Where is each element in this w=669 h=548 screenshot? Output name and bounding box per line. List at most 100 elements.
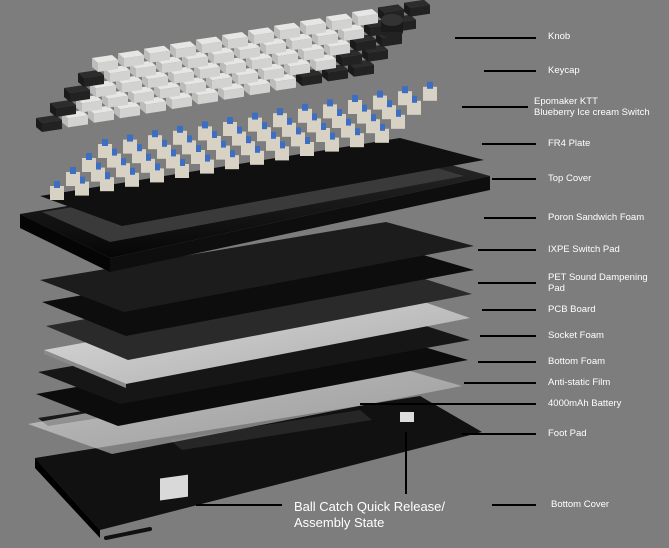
keycap-front (240, 47, 260, 60)
keycap (232, 67, 258, 76)
switch-stem (161, 139, 167, 147)
keycap (196, 36, 222, 45)
switch-stem (54, 181, 60, 188)
switch-stem (277, 108, 283, 116)
switch-housing (373, 95, 387, 110)
keycap-side (144, 48, 150, 63)
switch-array (50, 81, 437, 200)
keycap-front (42, 120, 62, 132)
switch-stem (352, 95, 358, 102)
label-keycap: Keycap (548, 65, 580, 76)
keycap-side (270, 76, 276, 91)
ball-catch-detail (160, 474, 188, 501)
keycap-side (50, 103, 56, 117)
keycap (284, 58, 310, 67)
keycap-front (304, 48, 324, 61)
keycap-side (258, 66, 264, 81)
keycap-front (278, 53, 298, 66)
keycap (258, 63, 284, 72)
keycap-front (124, 55, 144, 68)
keycap-side (104, 68, 110, 83)
switch-stem (361, 104, 367, 112)
keycap-side (336, 52, 342, 67)
keycap-side (168, 69, 174, 84)
label-poron: Poron Sandwich Foam (548, 212, 645, 223)
keycap-front (330, 44, 350, 56)
keycap (322, 64, 348, 73)
keycap-side (348, 62, 354, 77)
keycap-front (200, 67, 220, 79)
keycap-front (136, 65, 156, 78)
ball-catch-detail-2 (400, 412, 414, 422)
keycap (298, 43, 324, 52)
switch-stem (177, 125, 183, 133)
switch-stem (211, 131, 217, 138)
switch-stem (152, 130, 158, 138)
keycap-front (174, 71, 194, 84)
keycap-front (266, 42, 286, 55)
keycap-front (202, 41, 222, 54)
keycap-front (356, 39, 376, 52)
label-switch: Epomaker KTT Blueberry Ice cream Switch (534, 96, 650, 118)
keycap-front (382, 34, 402, 47)
keycap-side (92, 58, 98, 72)
keycap-front (344, 29, 364, 41)
keycap-side (284, 61, 290, 76)
keycap-front (82, 100, 102, 113)
label-battery: 4000mAh Battery (548, 398, 622, 409)
keycap (286, 33, 312, 42)
keycap-side (300, 21, 306, 36)
keycap (324, 39, 350, 47)
label-ball-catch-line1: Ball Catch Quick Release/ (294, 499, 446, 514)
keycap-side (128, 89, 134, 104)
keycap (348, 59, 374, 68)
label-plate: FR4 Plate (548, 138, 591, 149)
keycap-front (224, 87, 244, 100)
switch-stem (102, 139, 108, 146)
keycap-front (238, 72, 258, 85)
keycap (300, 18, 326, 27)
switch-housing (123, 139, 137, 154)
switch-stem (202, 121, 208, 129)
keycap-side (154, 84, 160, 99)
switch-stem (320, 123, 326, 130)
keycap-side (36, 118, 42, 132)
keycap-front (306, 23, 326, 36)
switch-housing (98, 144, 112, 158)
keycap-front (316, 59, 336, 71)
switch-stem (386, 100, 392, 108)
switch-housing (66, 172, 80, 186)
switch-stem (286, 117, 292, 125)
switch-stem (354, 128, 360, 136)
switch-stem (254, 145, 260, 153)
keycap-side (116, 78, 122, 93)
keycap-front (214, 52, 234, 64)
keycap (88, 105, 114, 114)
keycap-side (62, 113, 68, 128)
keycap-side (194, 65, 200, 79)
keycap (246, 52, 272, 61)
label-ball-catch: Ball Catch Quick Release/ Assembly State (294, 499, 445, 531)
leader-lines (196, 37, 536, 506)
switch-stem (111, 148, 117, 156)
switch-stem (104, 172, 110, 180)
switch-stem (279, 141, 285, 149)
keycap-side (326, 16, 332, 31)
keycap-side (220, 60, 226, 75)
keycap-side (232, 70, 238, 85)
keycap-front (276, 78, 296, 91)
keycap-side (246, 55, 252, 70)
switch-stem (127, 134, 133, 142)
keycap (156, 56, 182, 65)
switch-stem (336, 109, 342, 116)
keycap-front (328, 69, 348, 82)
keycap (182, 51, 208, 60)
keycap-front (56, 105, 76, 117)
keycap-side (156, 59, 162, 74)
keycap (218, 82, 244, 91)
keycap-front (280, 27, 300, 40)
keycap (114, 101, 140, 110)
keycap-side (352, 12, 358, 26)
keycap-front (96, 85, 116, 98)
